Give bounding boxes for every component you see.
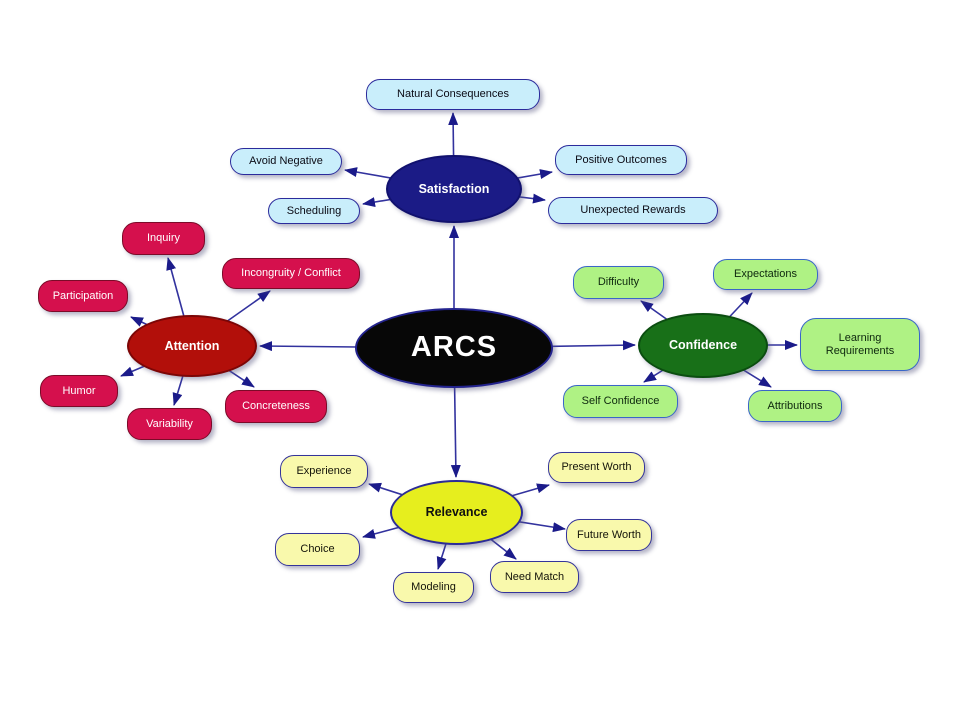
node-label: Avoid Negative xyxy=(249,155,323,168)
node-label: Satisfaction xyxy=(418,181,490,196)
node-difficulty[interactable]: Difficulty xyxy=(573,266,664,299)
node-label: Positive Outcomes xyxy=(575,153,667,166)
node-label: Variability xyxy=(146,417,193,430)
node-relevance[interactable]: Relevance xyxy=(390,480,523,545)
node-label: Choice xyxy=(300,543,335,556)
node-learning-requirements[interactable]: Learning Requirements xyxy=(800,318,920,371)
node-label: Confidence xyxy=(668,338,738,353)
node-label: Scheduling xyxy=(286,204,342,217)
node-label: Attention xyxy=(164,338,220,353)
node-label: Future Worth xyxy=(577,528,641,541)
node-variability[interactable]: Variability xyxy=(127,408,212,440)
node-label: Present Worth xyxy=(561,461,632,474)
node-satisfaction[interactable]: Satisfaction xyxy=(386,155,522,223)
node-label: Difficulty xyxy=(597,276,640,289)
node-label: Humor xyxy=(62,384,96,397)
node-label: Natural Consequences xyxy=(397,88,509,101)
node-label: Participation xyxy=(52,289,114,302)
node-label: Learning Requirements xyxy=(825,331,895,357)
node-attributions[interactable]: Attributions xyxy=(748,390,842,422)
node-avoid-negative[interactable]: Avoid Negative xyxy=(230,148,342,175)
node-need-match[interactable]: Need Match xyxy=(490,561,579,593)
node-label: Need Match xyxy=(504,570,565,583)
node-inquiry[interactable]: Inquiry xyxy=(122,222,205,255)
node-incongruity-conflict[interactable]: Incongruity / Conflict xyxy=(222,258,360,289)
node-label: Concreteness xyxy=(242,400,310,413)
node-label: Unexpected Rewards xyxy=(580,204,686,217)
node-label: Modeling xyxy=(411,581,456,594)
node-attention[interactable]: Attention xyxy=(127,315,257,377)
node-choice[interactable]: Choice xyxy=(275,533,360,566)
node-arcs[interactable]: ARCS xyxy=(355,308,553,388)
node-future-worth[interactable]: Future Worth xyxy=(566,519,652,551)
node-experience[interactable]: Experience xyxy=(280,455,368,488)
node-natural-consequences[interactable]: Natural Consequences xyxy=(366,79,540,110)
node-label: Inquiry xyxy=(146,232,181,245)
node-modeling[interactable]: Modeling xyxy=(393,572,474,603)
node-concreteness[interactable]: Concreteness xyxy=(225,390,327,423)
node-label: Experience xyxy=(296,465,352,478)
node-label: Attributions xyxy=(767,399,823,412)
node-self-confidence[interactable]: Self Confidence xyxy=(563,385,678,418)
node-participation[interactable]: Participation xyxy=(38,280,128,312)
node-unexpected-rewards[interactable]: Unexpected Rewards xyxy=(548,197,718,224)
node-label: ARCS xyxy=(410,331,498,364)
node-label: Relevance xyxy=(425,505,488,520)
node-humor[interactable]: Humor xyxy=(40,375,118,407)
node-scheduling[interactable]: Scheduling xyxy=(268,198,360,224)
node-confidence[interactable]: Confidence xyxy=(638,313,768,378)
node-expectations[interactable]: Expectations xyxy=(713,259,818,290)
node-label: Expectations xyxy=(734,268,797,281)
node-label: Self Confidence xyxy=(581,395,660,408)
node-label: Incongruity / Conflict xyxy=(241,267,341,280)
node-present-worth[interactable]: Present Worth xyxy=(548,452,645,483)
node-positive-outcomes[interactable]: Positive Outcomes xyxy=(555,145,687,175)
